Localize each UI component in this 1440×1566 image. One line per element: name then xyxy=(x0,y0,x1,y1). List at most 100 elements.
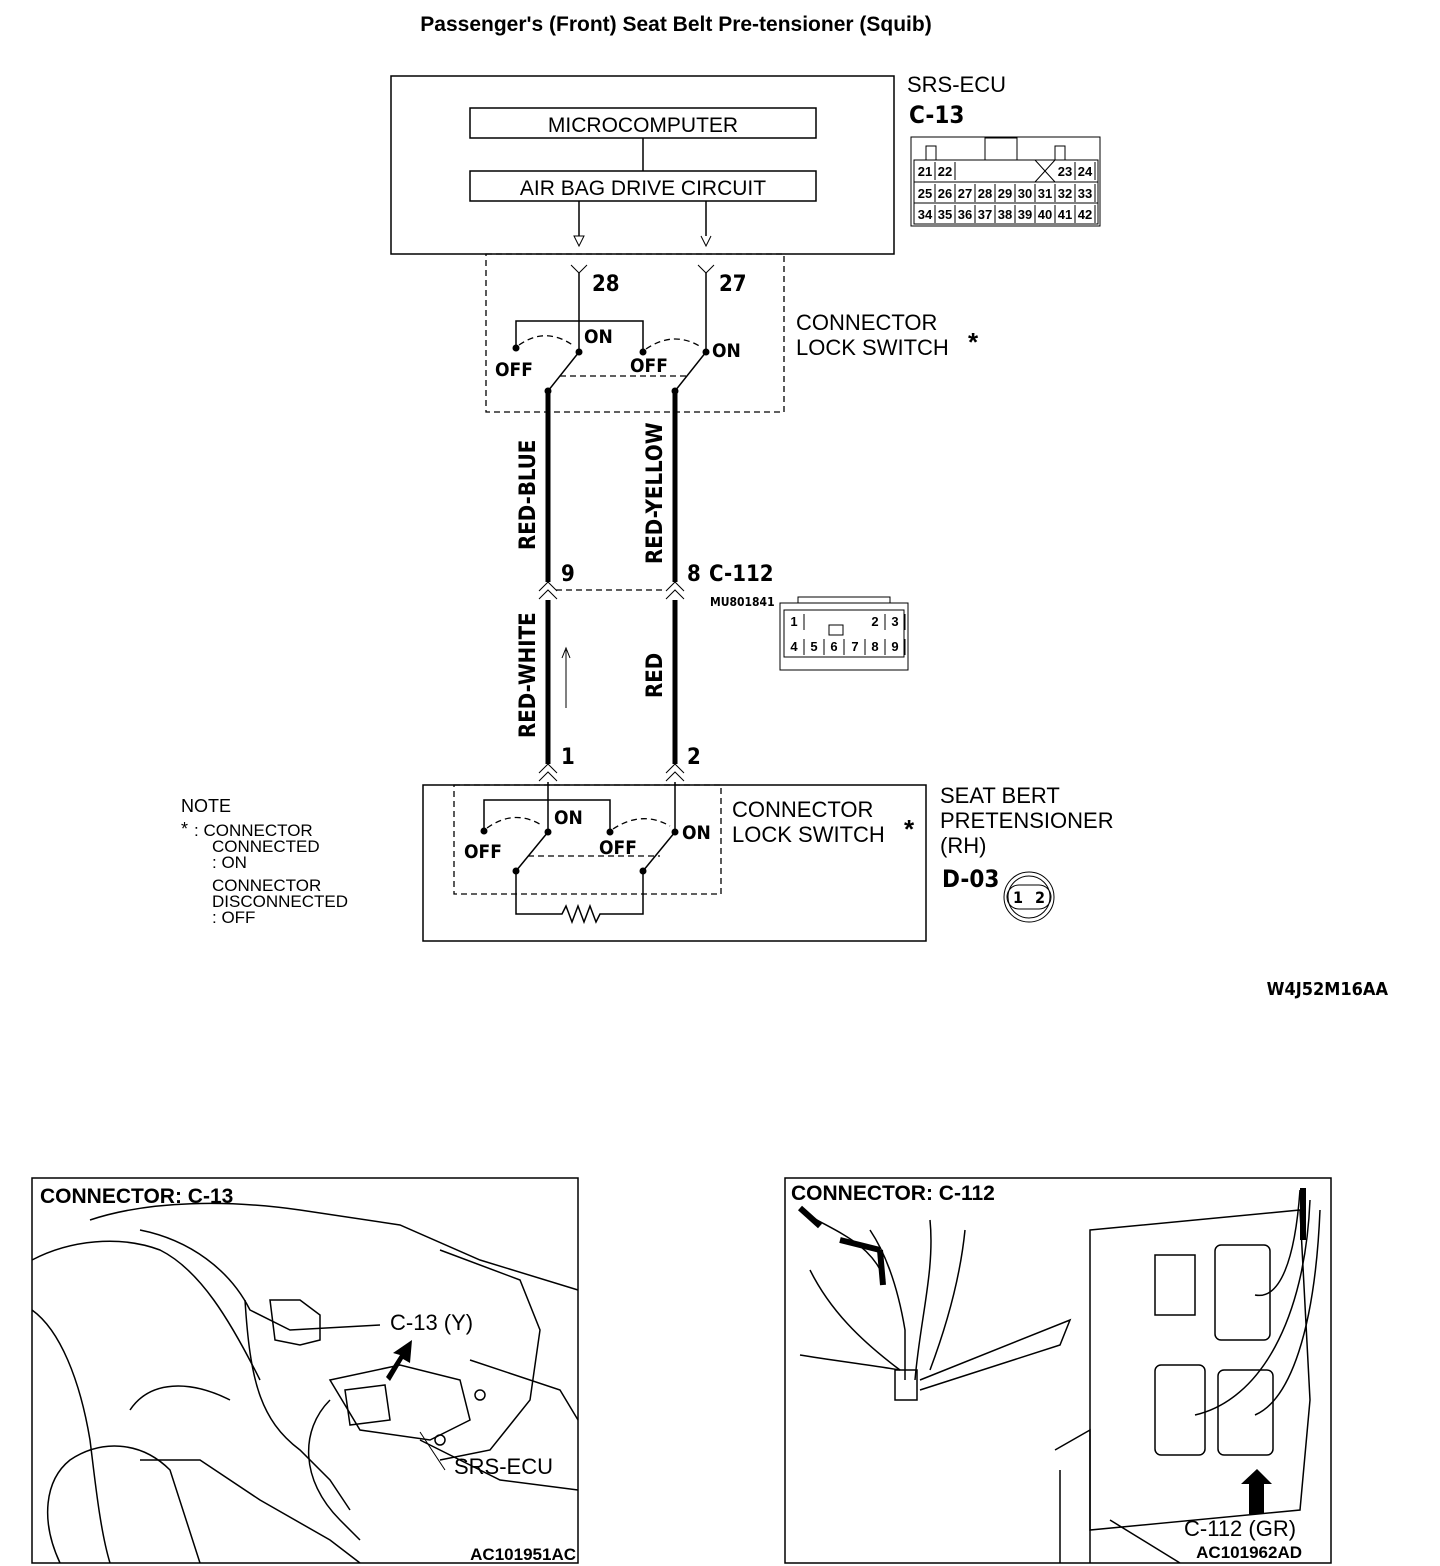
wire-color-label: RED-BLUE xyxy=(516,440,541,550)
terminal-9: 9 xyxy=(561,562,575,587)
switch-on-label: ON xyxy=(712,340,741,362)
lock-switch-label: CONNECTOR xyxy=(796,310,937,335)
connector-pin: 39 xyxy=(1018,207,1032,222)
connector-pin: 3 xyxy=(891,614,898,629)
connector-pin: 8 xyxy=(871,639,878,654)
connector-junction-icon xyxy=(665,763,685,782)
lock-switch-label: LOCK SWITCH xyxy=(732,822,885,847)
ecu-connector-face xyxy=(910,136,1101,227)
connector-pin: 4 xyxy=(790,639,798,654)
wire-color-label: RED-WHITE xyxy=(516,612,541,738)
note-heading: NOTE xyxy=(181,796,231,816)
harness-illustration xyxy=(799,1189,1321,1564)
connector-pin: 5 xyxy=(810,639,817,654)
diagram-code: W4J52M16AA xyxy=(1267,979,1389,1000)
switch-on-label: ON xyxy=(584,326,613,348)
connector-pin: 25 xyxy=(918,186,932,201)
pretensioner-label: PRETENSIONER xyxy=(940,808,1114,833)
connector-pin: 31 xyxy=(1038,186,1052,201)
connector-pin: 24 xyxy=(1078,164,1093,179)
pretensioner-label: SEAT BERT xyxy=(940,783,1060,808)
upper-lock-switch-enclosure xyxy=(485,253,785,413)
lock-switch-label: CONNECTOR xyxy=(732,797,873,822)
microcomputer-label: MICROCOMPUTER xyxy=(548,114,738,137)
photo-code: AC101951AC xyxy=(470,1545,576,1564)
d03-connector-face: 1 2 xyxy=(1003,871,1055,923)
photo-component-label: SRS-ECU xyxy=(454,1454,553,1479)
note-mark: * xyxy=(181,819,188,839)
lock-switch-label: LOCK SWITCH xyxy=(796,335,949,360)
connector-pin: 27 xyxy=(958,186,972,201)
input-arrow-icon xyxy=(700,235,712,248)
photo-title: CONNECTOR: C-112 xyxy=(791,1182,995,1205)
connector-pin: 30 xyxy=(1018,186,1032,201)
drive-circuit-box xyxy=(469,170,817,202)
callout-arrow-icon xyxy=(386,1340,412,1381)
terminal-8: 8 xyxy=(687,562,701,587)
photo-panel-c13: CONNECTOR: C-13 C-13 (Y) SRS-ECU AC10195… xyxy=(31,1177,579,1564)
connector-c112-part-no: MU801841 xyxy=(710,595,775,609)
connector-pin: 9 xyxy=(891,639,898,654)
connector-pin: 41 xyxy=(1058,207,1072,222)
connector-junction-icon xyxy=(538,763,558,782)
c112-connector-face xyxy=(779,596,909,671)
wire-color-label: RED xyxy=(643,653,668,698)
page-title: Passenger's (Front) Seat Belt Pre-tensio… xyxy=(420,13,931,36)
output-arrow-icon xyxy=(573,235,585,248)
connector-c112-id: C-112 xyxy=(709,562,774,587)
asterisk-mark: * xyxy=(904,814,915,844)
asterisk-mark: * xyxy=(968,327,979,357)
connector-pin: 6 xyxy=(830,639,837,654)
photo-title: CONNECTOR: C-13 xyxy=(40,1185,233,1208)
lower-lock-switch-enclosure xyxy=(453,784,722,895)
connector-pin: 21 xyxy=(918,164,932,179)
note-line: : CONNECTOR xyxy=(194,821,313,840)
connector-pin: 37 xyxy=(978,207,992,222)
switch-on-label: ON xyxy=(682,822,711,844)
connector-junction-icon xyxy=(538,581,558,600)
photo-callout: C-13 (Y) xyxy=(390,1310,473,1335)
switch-off-label: OFF xyxy=(495,359,533,381)
terminal-27: 27 xyxy=(719,272,747,297)
pretensioner-connector-id: D-03 xyxy=(942,865,999,893)
connector-pin: 2 xyxy=(871,614,878,629)
squib-resistor xyxy=(515,871,644,925)
connector-pin: 38 xyxy=(998,207,1012,222)
connector-pin: 40 xyxy=(1038,207,1052,222)
connector-pin: 7 xyxy=(851,639,858,654)
ecu-connector-id: C-13 xyxy=(909,101,964,129)
connector-pin: 34 xyxy=(918,207,933,222)
connector-junction-icon xyxy=(665,581,685,600)
connector-pin: 42 xyxy=(1078,207,1092,222)
terminal-28: 28 xyxy=(592,272,620,297)
terminal-2: 2 xyxy=(687,745,701,770)
off-contact-dot xyxy=(512,344,520,352)
switch-off-label: OFF xyxy=(464,841,502,863)
note-line: : OFF xyxy=(212,908,255,927)
d03-pin: 1 xyxy=(1013,888,1023,907)
callout-arrow-icon xyxy=(1241,1469,1272,1514)
connector-pin: 23 xyxy=(1058,164,1072,179)
note-line: DISCONNECTED xyxy=(212,892,348,911)
connector-pin: 1 xyxy=(790,614,797,629)
d03-pin: 2 xyxy=(1035,888,1045,907)
photo-callout: C-112 (GR) xyxy=(1184,1516,1296,1541)
connector-pin: 26 xyxy=(938,186,952,201)
note-line: : ON xyxy=(212,853,247,872)
connector-pin: 33 xyxy=(1078,186,1092,201)
note-line: CONNECTED xyxy=(212,837,320,856)
terminal-1: 1 xyxy=(561,745,575,770)
wire-color-label: RED-YELLOW xyxy=(643,422,668,564)
ecu-name: SRS-ECU xyxy=(907,72,1006,97)
switch-off-label: OFF xyxy=(599,837,637,859)
switch-on-label: ON xyxy=(554,807,583,829)
note-line: CONNECTOR xyxy=(212,876,321,895)
photo-panel-c112: CONNECTOR: C-112 C-112 (GR) AC101962AD xyxy=(784,1177,1332,1564)
connector-pin: 32 xyxy=(1058,186,1072,201)
connector-pin: 29 xyxy=(998,186,1012,201)
connector-pin: 35 xyxy=(938,207,952,222)
switch-off-label: OFF xyxy=(630,355,668,377)
photo-code: AC101962AD xyxy=(1196,1543,1302,1562)
srs-ecu-box xyxy=(390,75,895,255)
